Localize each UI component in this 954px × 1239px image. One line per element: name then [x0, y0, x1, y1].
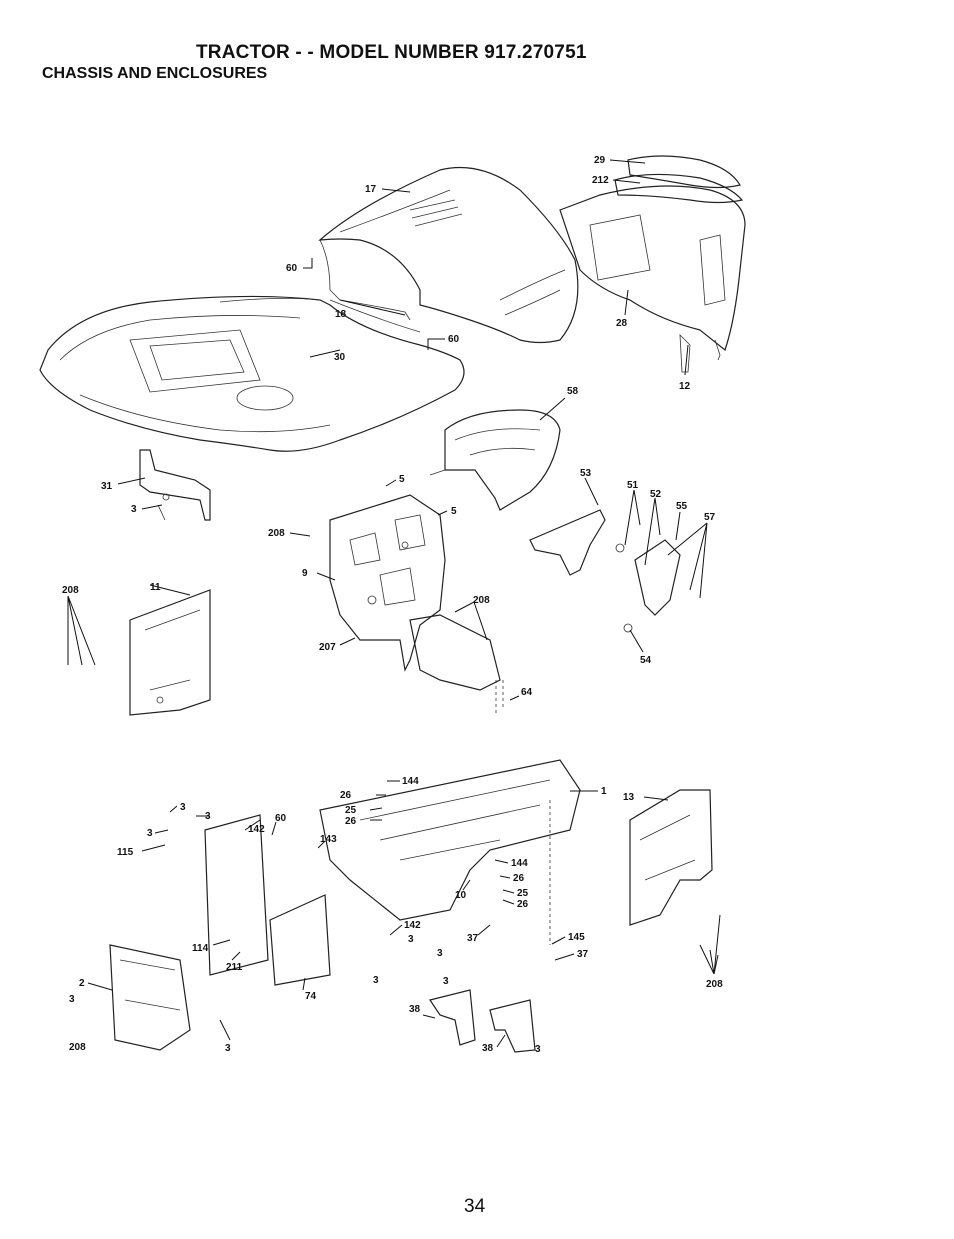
callout-26: 26: [340, 790, 352, 801]
page-number: 34: [464, 1196, 486, 1217]
callout-3: 3: [69, 994, 75, 1005]
callout-208: 208: [268, 528, 285, 539]
callout-37: 37: [577, 949, 589, 960]
rear-panel-part: [129, 589, 211, 716]
side-panel-part: [329, 494, 446, 672]
callout-58: 58: [567, 386, 579, 397]
callout-5: 5: [399, 474, 405, 485]
callout-17: 17: [365, 184, 377, 195]
callout-60: 60: [275, 813, 287, 824]
callout-25: 25: [345, 805, 357, 816]
callout-60: 60: [448, 334, 460, 345]
callout-10: 10: [455, 890, 467, 901]
section-title: CHASSIS AND ENCLOSURES: [42, 65, 268, 82]
hood-part: [318, 166, 579, 344]
callout-13: 13: [623, 792, 635, 803]
bracket-part: [139, 449, 211, 521]
callout-212: 212: [592, 175, 609, 186]
callout-37: 37: [467, 933, 479, 944]
callout-30: 30: [334, 352, 346, 363]
callout-5: 5: [451, 506, 457, 517]
dash-panel-part: [559, 155, 746, 373]
callout-9: 9: [302, 568, 308, 579]
lower-bracket-part: [429, 989, 536, 1053]
axle-plate-part: [109, 814, 331, 1051]
callout-28: 28: [616, 318, 628, 329]
callout-3: 3: [147, 828, 153, 839]
callout-3: 3: [225, 1043, 231, 1054]
callout-54: 54: [640, 655, 652, 666]
callout-74: 74: [305, 991, 317, 1002]
main-frame-part: [319, 759, 581, 945]
callout-18: 18: [335, 309, 347, 320]
callout-3: 3: [180, 802, 186, 813]
callout-53: 53: [580, 468, 592, 479]
callout-208: 208: [69, 1042, 86, 1053]
callout-3: 3: [131, 504, 137, 515]
callout-64: 64: [521, 687, 533, 698]
callout-57: 57: [704, 512, 716, 523]
fender-deck-part: [39, 295, 465, 452]
callout-26: 26: [517, 899, 529, 910]
page-title: TRACTOR - - MODEL NUMBER 917.270751: [196, 42, 587, 63]
callout-143: 143: [320, 834, 337, 845]
linkage-part: [529, 509, 681, 633]
callout-3: 3: [205, 811, 211, 822]
callout-labels: 17 29 212 60 18 60 28 30 12 58 31 3 5 5 …: [62, 155, 723, 1055]
callout-55: 55: [676, 501, 688, 512]
callout-29: 29: [594, 155, 606, 166]
callout-208: 208: [473, 595, 490, 606]
callout-144: 144: [511, 858, 528, 869]
callout-115: 115: [117, 847, 134, 858]
callout-211: 211: [226, 962, 243, 973]
callout-208: 208: [706, 979, 723, 990]
callout-11: 11: [150, 582, 161, 593]
callout-3: 3: [535, 1044, 541, 1055]
callout-25: 25: [517, 888, 529, 899]
callout-3: 3: [408, 934, 414, 945]
callout-3: 3: [373, 975, 379, 986]
callout-142: 142: [404, 920, 421, 931]
callout-208: 208: [62, 585, 79, 596]
callout-1: 1: [601, 786, 607, 797]
callout-38: 38: [482, 1043, 494, 1054]
callout-2: 2: [79, 978, 85, 989]
callout-26: 26: [345, 816, 357, 827]
callout-52: 52: [650, 489, 662, 500]
callout-38: 38: [409, 1004, 421, 1015]
callout-60: 60: [286, 263, 298, 274]
leader-lines: [67, 159, 721, 1048]
callout-142: 142: [248, 824, 265, 835]
callout-26: 26: [513, 873, 525, 884]
callout-144: 144: [402, 776, 419, 787]
callout-12: 12: [679, 381, 691, 392]
callout-31: 31: [101, 481, 113, 492]
callout-3: 3: [443, 976, 449, 987]
callout-114: 114: [192, 943, 209, 954]
callout-207: 207: [319, 642, 336, 653]
shield-part: [429, 409, 561, 511]
callout-145: 145: [568, 932, 585, 943]
support-bracket-part: [409, 614, 504, 715]
callout-51: 51: [627, 480, 639, 491]
callout-3: 3: [437, 948, 443, 959]
right-panel-part: [629, 789, 713, 926]
